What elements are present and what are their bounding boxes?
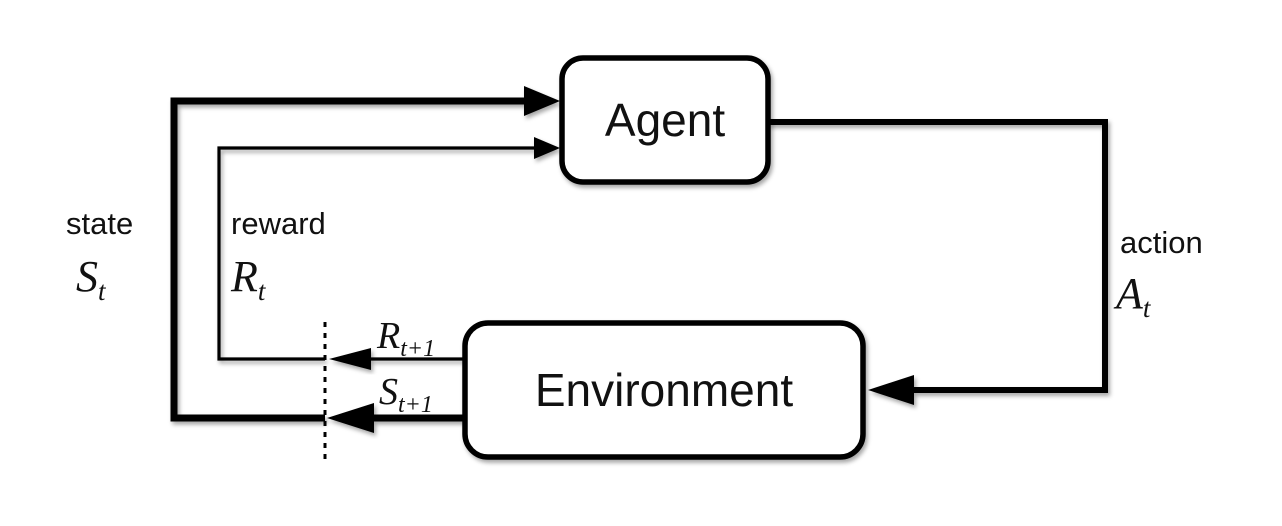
state-symbol-label: St: [76, 252, 107, 306]
agent-node-label: Agent: [605, 94, 725, 146]
next-reward-symbol-label: Rt+1: [376, 315, 435, 362]
next-state-symbol-label: St+1: [379, 371, 433, 418]
next-state-arrowhead-icon: [327, 403, 374, 433]
state-arrow: [170, 86, 560, 422]
next-state-symbol-subscript: t+1: [398, 392, 433, 418]
state-symbol: S: [76, 252, 98, 301]
state-symbol-subscript: t: [98, 276, 107, 306]
reward-arrowhead-icon: [534, 137, 560, 159]
state-word-label: state: [66, 206, 133, 241]
agent-node: [559, 55, 771, 185]
next-reward-symbol-subscript: t+1: [400, 336, 435, 362]
reward-arrow: [217, 137, 560, 361]
action-symbol-label: At: [1113, 269, 1152, 323]
next-reward-symbol: R: [376, 315, 400, 357]
action-word-label: action: [1120, 225, 1203, 260]
environment-node-label: Environment: [535, 364, 793, 416]
next-reward-arrowhead-icon: [329, 348, 371, 370]
environment-node: [462, 320, 866, 460]
reward-word-label: reward: [231, 206, 326, 241]
reward-symbol-subscript: t: [258, 276, 267, 306]
next-reward-arrow: [329, 348, 465, 370]
next-state-arrow: [327, 403, 465, 433]
state-arrowhead-icon: [524, 86, 560, 116]
reward-symbol-label: Rt: [230, 252, 267, 306]
action-arrow: [768, 119, 1108, 405]
action-symbol-subscript: t: [1143, 293, 1152, 323]
reward-symbol: R: [230, 252, 258, 301]
next-state-symbol: S: [379, 371, 398, 413]
action-symbol: A: [1113, 269, 1144, 318]
action-arrowhead-icon: [868, 375, 914, 405]
